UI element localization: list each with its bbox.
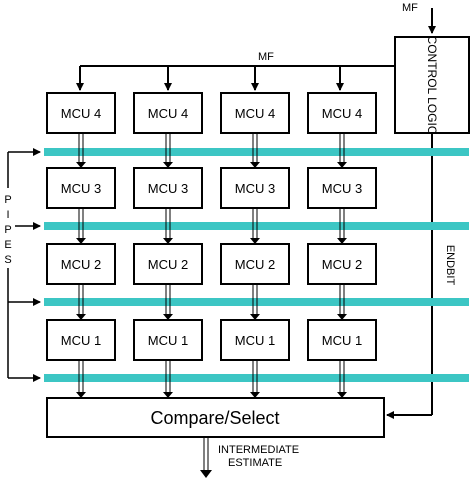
mcu-box: MCU 4 [220,92,290,134]
stage-connector [337,284,347,320]
mcu-box: MCU 2 [46,243,116,285]
stage-connector [163,360,173,398]
pipes-label-bg [1,188,15,268]
mcu-box: MCU 1 [307,319,377,361]
mcu-label: MCU 2 [322,257,362,272]
stage-connector [337,208,347,244]
mcu-label: MCU 4 [322,106,362,121]
compare-select-label: Compare/Select [150,408,279,428]
mcu-box: MCU 3 [220,167,290,209]
mcu-label: MCU 1 [322,333,362,348]
mcu-label: MCU 3 [148,181,188,196]
mcu-box: MCU 3 [46,167,116,209]
mf-top-label: MF [402,2,418,14]
mcu-box: MCU 2 [220,243,290,285]
mcu-box: MCU 4 [46,92,116,134]
mcu-box: MCU 1 [46,319,116,361]
pipes-letter: E [4,239,11,251]
mcu-label: MCU 3 [61,181,101,196]
pipes-letter: S [4,254,11,266]
mcu-box: MCU 3 [133,167,203,209]
stage-connector [337,133,347,168]
mcu-box: MCU 1 [220,319,290,361]
mcu-label: MCU 2 [235,257,275,272]
mcu-label: MCU 2 [148,257,188,272]
mcu-box: MCU 2 [307,243,377,285]
stage-connector [76,360,86,398]
mcu-label: MCU 4 [61,106,101,121]
stage-connector [76,133,86,168]
compare-select-box [46,397,385,438]
stage-connector [163,284,173,320]
pipes-letter: I [6,209,9,221]
mcu-label: MCU 2 [61,257,101,272]
stage-connector [250,208,260,244]
pipes-letter: P [4,224,11,236]
mcu-grid: MCU 4 MCU 4 MCU 4 MCU 4 MCU 3 MCU 3 MCU 3 MCU 3… [46,92,377,361]
mcu-box: MCU 2 [133,243,203,285]
mcu-box: MCU 3 [307,167,377,209]
mcu-box: MCU 4 [307,92,377,134]
stage-connector [163,133,173,168]
mcu-box: MCU 1 [133,319,203,361]
mcu-box: MCU 4 [133,92,203,134]
mcu-label: MCU 4 [235,106,275,121]
mcu-label: MCU 3 [322,181,362,196]
stage-connector [250,360,260,398]
mf-bus-label: MF [258,51,274,63]
pipes-letter: P [4,194,11,206]
stage-connector [76,284,86,320]
mcu-label: MCU 1 [235,333,275,348]
endbit-label: ENDBIT [444,245,456,286]
stage-connector [163,208,173,244]
stage-connector [250,133,260,168]
output-label-line1: INTERMEDIATE [218,444,299,456]
stage-connector [337,360,347,398]
mcu-label: MCU 1 [148,333,188,348]
stage-connector [250,284,260,320]
output-arrow [200,437,212,478]
connectors [76,133,347,398]
mcu-label: MCU 3 [235,181,275,196]
control-logic-label: CONTROL LOGIC [425,36,439,135]
mcu-label: MCU 4 [148,106,188,121]
output-label-line2: ESTIMATE [228,457,282,469]
mcu-label: MCU 1 [61,333,101,348]
stage-connector [76,208,86,244]
